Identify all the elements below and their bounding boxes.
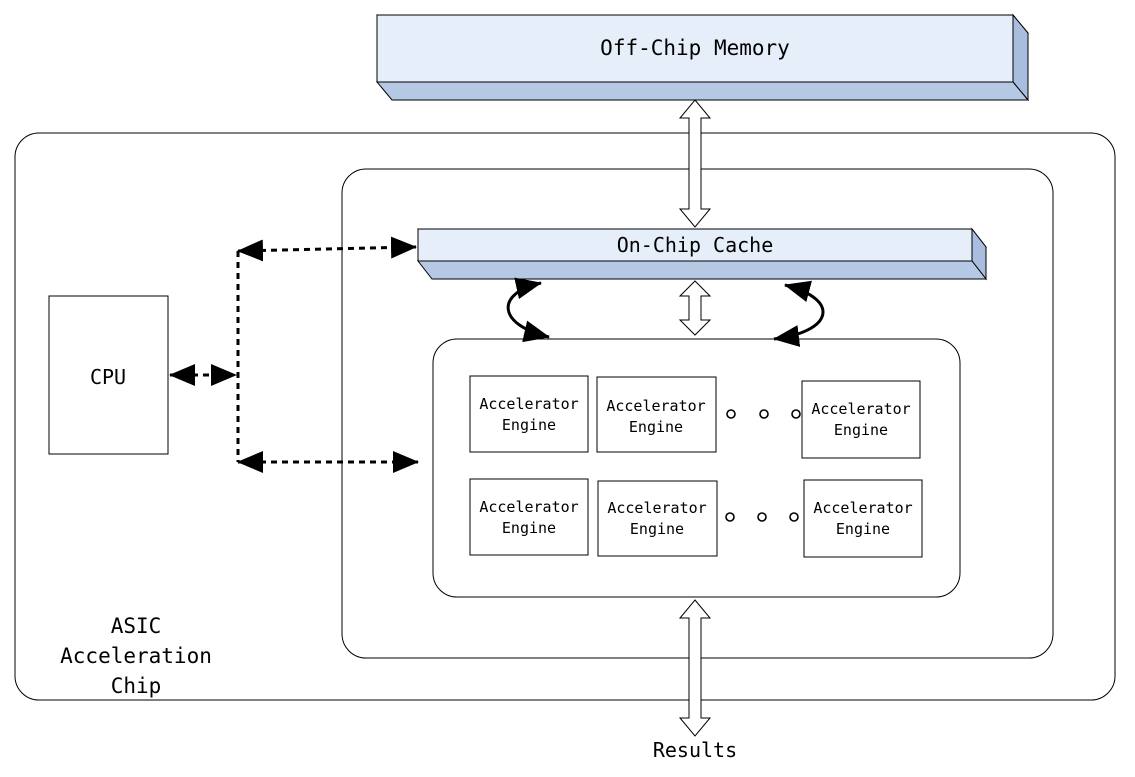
chip-caption-line-3: Chip: [111, 674, 162, 698]
svg-text:Accelerator: Accelerator: [813, 499, 912, 517]
accelerator-engine: Accelerator Engine: [596, 376, 717, 453]
off-chip-memory-block: Off-Chip Memory: [375, 13, 1030, 102]
accelerator-engine: Accelerator Engine: [469, 375, 589, 453]
chip-caption-line-1: ASIC: [111, 614, 162, 638]
svg-text:Accelerator: Accelerator: [479, 395, 578, 413]
svg-text:Accelerator: Accelerator: [607, 499, 706, 517]
engine-array-container: [432, 338, 961, 598]
svg-text:Accelerator: Accelerator: [479, 498, 578, 516]
cache-engines-curved-arrow-right: [773, 280, 825, 347]
svg-text:Accelerator: Accelerator: [606, 397, 705, 415]
accelerator-engine: Accelerator Engine: [469, 478, 589, 556]
cache-engines-curved-arrow-left: [506, 277, 550, 343]
engines-results-double-arrow: [678, 599, 712, 737]
svg-text:Engine: Engine: [630, 520, 684, 538]
off-chip-memory-label: Off-Chip Memory: [600, 36, 790, 60]
chip-caption-line-2: Acceleration: [60, 644, 212, 668]
accelerator-engine: Accelerator Engine: [597, 480, 718, 557]
cpu-block: CPU: [48, 295, 169, 455]
svg-text:Engine: Engine: [629, 418, 683, 436]
accelerator-engine: Accelerator Engine: [803, 479, 923, 558]
svg-text:Accelerator: Accelerator: [811, 400, 910, 418]
ellipsis-dots: [725, 512, 799, 522]
engine-row-2: Accelerator Engine Accelerator Engine Ac…: [469, 478, 923, 558]
on-chip-cache-block: On-Chip Cache: [416, 227, 988, 281]
accelerator-engine: Accelerator Engine: [801, 380, 921, 459]
results-label: Results: [653, 738, 737, 762]
cpu-label: CPU: [90, 365, 126, 389]
memory-cache-double-arrow: [678, 99, 712, 228]
svg-text:Engine: Engine: [502, 416, 556, 434]
cpu-cache-dotted-arrow: [237, 236, 417, 262]
engine-row-1: Accelerator Engine Accelerator Engine Ac…: [469, 375, 921, 459]
svg-text:Engine: Engine: [834, 421, 888, 439]
svg-text:Engine: Engine: [502, 519, 556, 537]
cpu-interconnect: [169, 236, 419, 473]
cache-engines-double-arrow: [678, 280, 712, 336]
on-chip-cache-label: On-Chip Cache: [617, 233, 774, 257]
ellipsis-dots: [726, 409, 801, 419]
svg-text:Engine: Engine: [836, 520, 890, 538]
asic-chip-container: [14, 132, 1116, 701]
